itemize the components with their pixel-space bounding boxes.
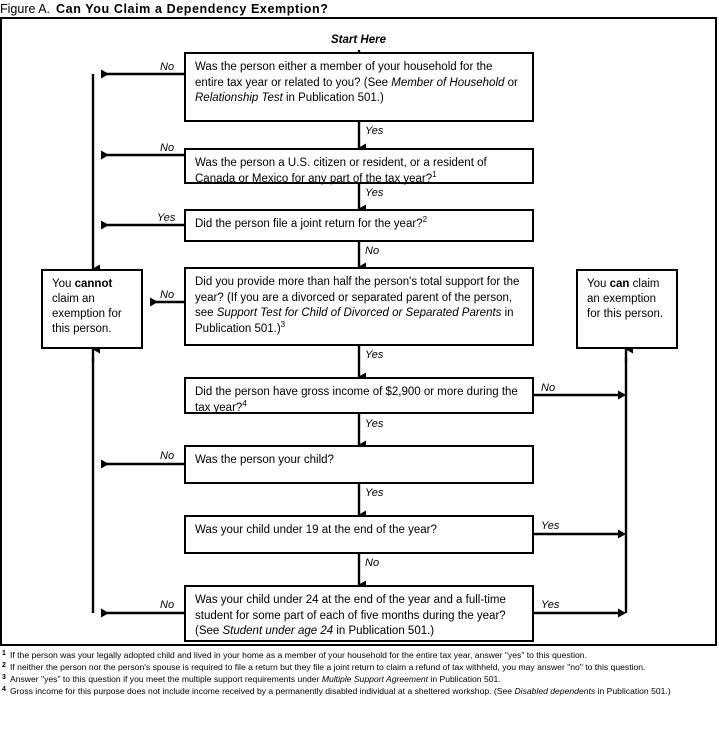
node-text: Did you provide more than half the perso… bbox=[195, 276, 520, 335]
edge-label-q1-no: No bbox=[160, 61, 175, 73]
footnote-4: 4 Gross income for this purpose does not… bbox=[0, 686, 719, 698]
footnote-text: If the person was your legally adopted c… bbox=[10, 650, 587, 660]
start-here-label: Start Here bbox=[331, 34, 386, 46]
footnote-2: 2 If neither the person nor the person's… bbox=[0, 662, 719, 674]
node-text: Was the person either a member of your h… bbox=[195, 61, 518, 104]
footnote-text: Answer "yes" to this question if you mee… bbox=[10, 674, 501, 685]
node-text: Was the person a U.S. citizen or residen… bbox=[195, 157, 487, 185]
edge-label-q3-no: No bbox=[365, 245, 380, 257]
figure-title-row: Figure A. Can You Claim a Dependency Exem… bbox=[0, 0, 719, 16]
node-text: You can claim an exemption for this pers… bbox=[587, 278, 664, 320]
edge-label-q4-yes: Yes bbox=[365, 349, 384, 361]
node-text: Did the person file a joint return for t… bbox=[195, 215, 428, 230]
flowchart-canvas: Start Here Was the person either a membe… bbox=[0, 17, 719, 648]
edge-label-q6-no: No bbox=[160, 450, 175, 462]
connector-lines bbox=[91, 50, 633, 618]
node-text: You cannot claim an exemption for this p… bbox=[52, 278, 122, 335]
edge-label-q8-yes: Yes bbox=[541, 599, 560, 611]
decision-support-test[interactable]: Did you provide more than half the perso… bbox=[184, 267, 534, 346]
decision-child-under-19[interactable]: Was your child under 19 at the end of th… bbox=[184, 515, 534, 554]
footnote-marker: 1 bbox=[2, 649, 6, 657]
node-text: Did the person have gross income of $2,9… bbox=[195, 386, 518, 414]
figure-label: Figure A. bbox=[0, 2, 51, 16]
node-text: Was your child under 19 at the end of th… bbox=[195, 524, 437, 536]
footnote-text: If neither the person nor the person's s… bbox=[10, 662, 646, 673]
footnotes-block: 1 If the person was your legally adopted… bbox=[0, 650, 719, 698]
edge-label-q7-no: No bbox=[365, 557, 380, 569]
edge-label-q3-yes: Yes bbox=[157, 212, 176, 224]
edge-label-q6-yes: Yes bbox=[365, 487, 384, 499]
terminal-can-claim[interactable]: You can claim an exemption for this pers… bbox=[576, 269, 678, 349]
edge-label-q7-yes: Yes bbox=[541, 520, 560, 532]
decision-gross-income[interactable]: Did the person have gross income of $2,9… bbox=[184, 377, 534, 414]
page-title: Can You Claim a Dependency Exemption? bbox=[56, 2, 329, 16]
decision-joint-return[interactable]: Did the person file a joint return for t… bbox=[184, 209, 534, 242]
edge-label-q4-no: No bbox=[160, 289, 175, 301]
edge-label-q5-yes: Yes bbox=[365, 418, 384, 430]
footnote-marker: 3 bbox=[2, 673, 6, 681]
decision-person-your-child[interactable]: Was the person your child? bbox=[184, 445, 534, 484]
terminal-cannot-claim[interactable]: You cannot claim an exemption for this p… bbox=[41, 269, 143, 349]
edge-label-q5-no: No bbox=[541, 382, 556, 394]
footnote-3: 3 Answer "yes" to this question if you m… bbox=[0, 674, 719, 686]
footnote-text: Gross income for this purpose does not i… bbox=[10, 686, 671, 697]
footnote-marker: 4 bbox=[2, 685, 6, 693]
node-text: Was your child under 24 at the end of th… bbox=[195, 594, 506, 637]
footnote-marker: 2 bbox=[2, 661, 6, 669]
decision-citizen-or-resident[interactable]: Was the person a U.S. citizen or residen… bbox=[184, 148, 534, 185]
decision-child-under-24-student[interactable]: Was your child under 24 at the end of th… bbox=[184, 585, 534, 642]
node-text: Was the person your child? bbox=[195, 454, 334, 466]
edge-label-q2-no: No bbox=[160, 142, 175, 154]
edge-label-q8-no: No bbox=[160, 599, 175, 611]
edge-label-q2-yes: Yes bbox=[365, 187, 384, 199]
decision-household-or-relationship[interactable]: Was the person either a member of your h… bbox=[184, 52, 534, 122]
footnote-1: 1 If the person was your legally adopted… bbox=[0, 650, 719, 662]
edge-label-q1-yes: Yes bbox=[365, 125, 384, 137]
